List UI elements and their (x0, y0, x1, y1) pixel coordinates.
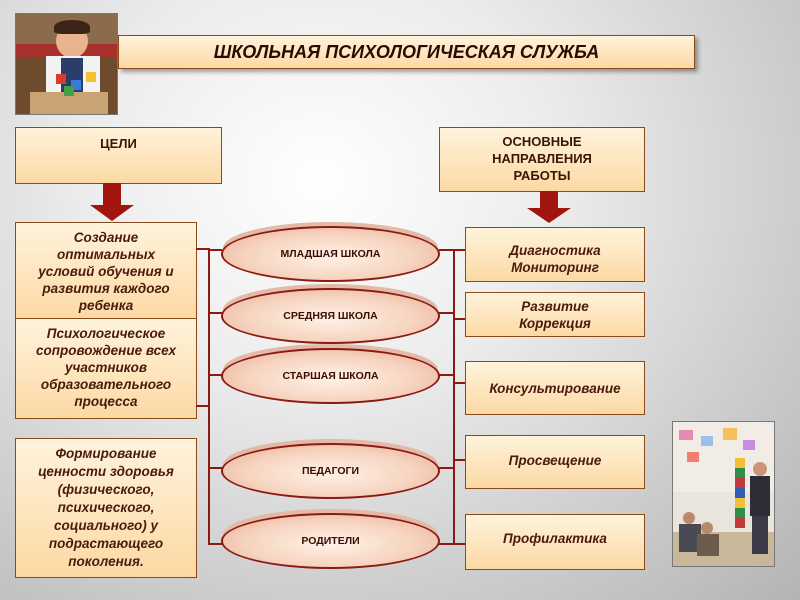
goal-line: Психологическое (46, 326, 166, 341)
direction-box-1: Диагностика Мониторинг (465, 227, 645, 282)
group-oval-teachers: ПЕДАГОГИ (221, 443, 440, 499)
goal-line: ценности здоровья (38, 464, 174, 479)
connector-line (439, 543, 453, 545)
goal-box-3: Формирование ценности здоровья (физическ… (15, 438, 197, 578)
title-box: ШКОЛЬНАЯ ПСИХОЛОГИЧЕСКАЯ СЛУЖБА (118, 35, 695, 69)
page-title: ШКОЛЬНАЯ ПСИХОЛОГИЧЕСКАЯ СЛУЖБА (213, 41, 600, 62)
group-oval-middle-school: СРЕДНЯЯ ШКОЛА (221, 288, 440, 344)
group-label: ПЕДАГОГИ (301, 465, 360, 477)
direction-line: Диагностика (509, 243, 601, 258)
connector-line (453, 249, 465, 251)
group-label: СТАРШАЯ ШКОЛА (282, 370, 379, 382)
directions-header-line: НАПРАВЛЕНИЯ (492, 151, 592, 166)
arrow-down-icon (90, 183, 134, 221)
goal-box-2: Психологическое сопровождение всех участ… (15, 318, 197, 419)
connector-line (439, 467, 453, 469)
connector-line (208, 374, 222, 376)
direction-line: Мониторинг (511, 260, 599, 275)
connector-line (208, 248, 210, 545)
goal-line: Создание (73, 230, 139, 245)
arrow-down-icon (527, 191, 571, 223)
directions-header-box: ОСНОВНЫЕ НАПРАВЛЕНИЯ РАБОТЫ (439, 127, 645, 192)
direction-box-4: Просвещение (465, 435, 645, 489)
direction-box-5: Профилактика (465, 514, 645, 570)
connector-line (196, 248, 209, 250)
goal-line: условий обучения и (38, 264, 174, 279)
direction-line: Развитие (521, 299, 589, 314)
connector-line (439, 249, 453, 251)
goal-line: поколения. (68, 554, 144, 569)
direction-box-2: Развитие Коррекция (465, 292, 645, 337)
directions-header-line: РАБОТЫ (513, 168, 571, 183)
connector-line (208, 467, 222, 469)
connector-line (439, 312, 453, 314)
direction-line: Профилактика (503, 531, 607, 546)
connector-line (453, 318, 465, 320)
goals-header-box: ЦЕЛИ (15, 127, 222, 184)
connector-line (196, 405, 209, 407)
connector-line (453, 543, 465, 545)
goal-line: подрастающего (48, 536, 164, 551)
goal-line: ребенка (78, 298, 134, 313)
connector-line (208, 543, 222, 545)
direction-line: Консультирование (489, 380, 621, 396)
goal-line: (физического, (57, 482, 155, 497)
connector-line (439, 374, 453, 376)
goal-box-1: Создание оптимальных условий обучения и … (15, 222, 197, 320)
connector-line (208, 312, 222, 314)
goal-line: оптимальных (56, 247, 155, 262)
goal-line: Формирование (55, 446, 157, 461)
connector-line (453, 459, 465, 461)
goal-line: развития каждого (42, 281, 170, 296)
group-label: РОДИТЕЛИ (301, 535, 360, 547)
group-oval-senior-school: СТАРШАЯ ШКОЛА (221, 348, 440, 404)
goals-header: ЦЕЛИ (100, 136, 137, 151)
group-oval-parents: РОДИТЕЛИ (221, 513, 440, 569)
group-label: МЛАДШАЯ ШКОЛА (280, 248, 381, 260)
goal-line: социального) у (53, 518, 159, 533)
goal-line: образовательного (40, 377, 172, 392)
direction-box-3: Консультирование (465, 361, 645, 415)
connector-line (453, 382, 465, 384)
direction-line: Просвещение (508, 453, 602, 468)
goal-line: сопровождение всех (36, 343, 176, 358)
photo-child-with-blocks (15, 13, 118, 115)
group-label: СРЕДНЯЯ ШКОЛА (283, 310, 378, 322)
goal-line: психического, (57, 500, 155, 515)
directions-header-line: ОСНОВНЫЕ (502, 134, 582, 149)
group-oval-junior-school: МЛАДШАЯ ШКОЛА (221, 226, 440, 282)
goal-line: участников (64, 360, 148, 375)
direction-line: Коррекция (519, 316, 591, 331)
photo-children-playing (672, 421, 775, 567)
connector-line (453, 249, 455, 544)
goal-line: процесса (74, 394, 138, 409)
connector-line (208, 249, 222, 251)
